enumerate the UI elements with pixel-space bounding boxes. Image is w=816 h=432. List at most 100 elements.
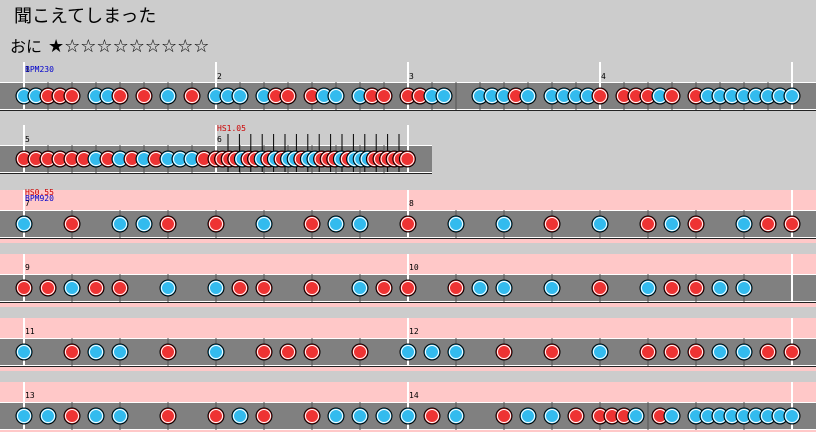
note-rim bbox=[665, 345, 679, 359]
note-rim bbox=[185, 89, 199, 103]
don-note bbox=[279, 87, 297, 105]
note-rim bbox=[233, 89, 247, 103]
don-note bbox=[687, 279, 705, 297]
note-rim bbox=[257, 281, 271, 295]
ka-note bbox=[663, 407, 681, 425]
note-rim bbox=[89, 345, 103, 359]
note-rim bbox=[593, 345, 607, 359]
note-rim bbox=[761, 217, 775, 231]
measure-number: 8 bbox=[409, 199, 414, 208]
ka-note bbox=[39, 407, 57, 425]
measure-number: 6 bbox=[217, 135, 222, 144]
ka-note bbox=[783, 407, 801, 425]
note-rim bbox=[65, 409, 79, 423]
don-note bbox=[159, 215, 177, 233]
note-rim bbox=[17, 281, 31, 295]
don-note bbox=[399, 279, 417, 297]
don-note bbox=[255, 279, 273, 297]
don-note bbox=[398, 150, 416, 168]
note-rim bbox=[689, 217, 703, 231]
note-rim bbox=[65, 345, 79, 359]
measure-numbers: 1 2 3 4 5 6 7 8 9 10 11 12 13 14 bbox=[25, 65, 606, 400]
don-note bbox=[663, 87, 681, 105]
note-rim bbox=[209, 281, 223, 295]
bpm-event: BPM230 bbox=[25, 65, 54, 74]
ka-note bbox=[543, 407, 561, 425]
measure-number: 7 bbox=[25, 199, 30, 208]
ka-note bbox=[399, 343, 417, 361]
note-rim bbox=[785, 409, 799, 423]
note-rim bbox=[449, 409, 463, 423]
note-rim bbox=[737, 217, 751, 231]
note-rim bbox=[641, 281, 655, 295]
ka-note bbox=[351, 279, 369, 297]
don-note bbox=[591, 279, 609, 297]
note-rim bbox=[41, 409, 55, 423]
ka-note bbox=[111, 407, 129, 425]
note-rim bbox=[473, 281, 487, 295]
note-rim bbox=[305, 409, 319, 423]
note-rim bbox=[713, 281, 727, 295]
note-rim bbox=[353, 217, 367, 231]
ka-note bbox=[207, 279, 225, 297]
don-note bbox=[255, 343, 273, 361]
note-rim bbox=[65, 217, 79, 231]
note-rim bbox=[161, 409, 175, 423]
note-rim bbox=[233, 281, 247, 295]
ka-note bbox=[627, 407, 645, 425]
hs-event: HS0.55 bbox=[25, 188, 54, 197]
note-rim bbox=[89, 281, 103, 295]
don-note bbox=[375, 87, 393, 105]
note-rim bbox=[401, 281, 415, 295]
note-rim bbox=[305, 217, 319, 231]
note-rim bbox=[449, 345, 463, 359]
ka-note bbox=[15, 407, 33, 425]
difficulty-line: おに★☆☆☆☆☆☆☆☆☆ bbox=[10, 36, 209, 58]
ka-note bbox=[591, 343, 609, 361]
ka-note bbox=[351, 215, 369, 233]
ka-note bbox=[207, 343, 225, 361]
note-rim bbox=[497, 345, 511, 359]
ka-note bbox=[735, 343, 753, 361]
don-note bbox=[63, 87, 81, 105]
ka-note bbox=[87, 407, 105, 425]
ka-note bbox=[111, 215, 129, 233]
don-note bbox=[207, 215, 225, 233]
note-rim bbox=[629, 409, 643, 423]
note-rim bbox=[400, 152, 415, 166]
ka-note bbox=[327, 407, 345, 425]
note-rim bbox=[65, 89, 79, 103]
don-note bbox=[159, 407, 177, 425]
don-note bbox=[543, 343, 561, 361]
ka-note bbox=[63, 279, 81, 297]
note-rim bbox=[425, 345, 439, 359]
don-note bbox=[399, 215, 417, 233]
note-rim bbox=[113, 345, 127, 359]
note-rim bbox=[161, 345, 175, 359]
note-rim bbox=[449, 217, 463, 231]
ka-note bbox=[435, 87, 453, 105]
note-rim bbox=[569, 409, 583, 423]
note-rim bbox=[401, 217, 415, 231]
note-rim bbox=[593, 281, 607, 295]
ka-note bbox=[471, 279, 489, 297]
ka-note bbox=[159, 87, 177, 105]
measure-number: 1 bbox=[25, 65, 30, 74]
don-note bbox=[39, 279, 57, 297]
note-rim bbox=[233, 409, 247, 423]
note-rim bbox=[521, 89, 535, 103]
ka-note bbox=[519, 87, 537, 105]
note-rim bbox=[377, 409, 391, 423]
note-rim bbox=[353, 281, 367, 295]
ka-note bbox=[447, 343, 465, 361]
note-rim bbox=[329, 89, 343, 103]
don-note bbox=[111, 87, 129, 105]
don-note bbox=[207, 407, 225, 425]
measure-number: 13 bbox=[25, 391, 35, 400]
measure-number: 2 bbox=[217, 72, 222, 81]
note-rim bbox=[497, 217, 511, 231]
note-rim bbox=[161, 89, 175, 103]
ka-note bbox=[375, 407, 393, 425]
don-note bbox=[591, 87, 609, 105]
